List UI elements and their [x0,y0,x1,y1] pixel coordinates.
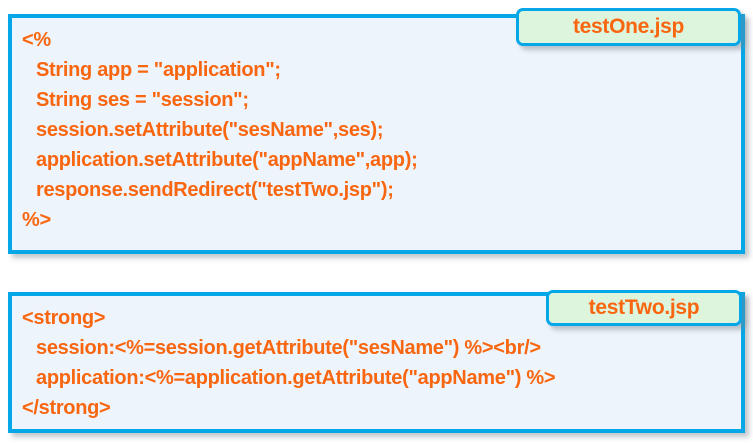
code-body-test-two: <strong> session:<%=session.getAttribute… [12,296,741,423]
code-line: <strong> [22,307,106,329]
file-label-text: testOne.jsp [572,15,685,38]
code-line: session.setAttribute("sesName",ses); [36,119,384,141]
code-line: <% [22,29,51,51]
file-label-test-two: testTwo.jsp [546,290,742,326]
code-card-test-two: <strong> session:<%=session.getAttribute… [8,292,745,433]
code-line: %> [22,209,51,231]
code-line: String app = "application"; [36,59,281,81]
file-label-test-one: testOne.jsp [516,8,741,46]
code-body-test-one: <% String app = "application"; String se… [12,18,741,235]
code-line: application.setAttribute("appName",app); [36,149,418,171]
file-label-text: testTwo.jsp [588,296,700,319]
code-line: String ses = "session"; [36,89,249,111]
code-line: response.sendRedirect("testTwo.jsp"); [36,179,394,201]
code-card-test-one: <% String app = "application"; String se… [8,14,745,254]
code-line: session:<%=session.getAttribute("sesName… [36,337,541,359]
code-line: application:<%=application.getAttribute(… [36,367,556,389]
code-line: </strong> [22,397,111,419]
